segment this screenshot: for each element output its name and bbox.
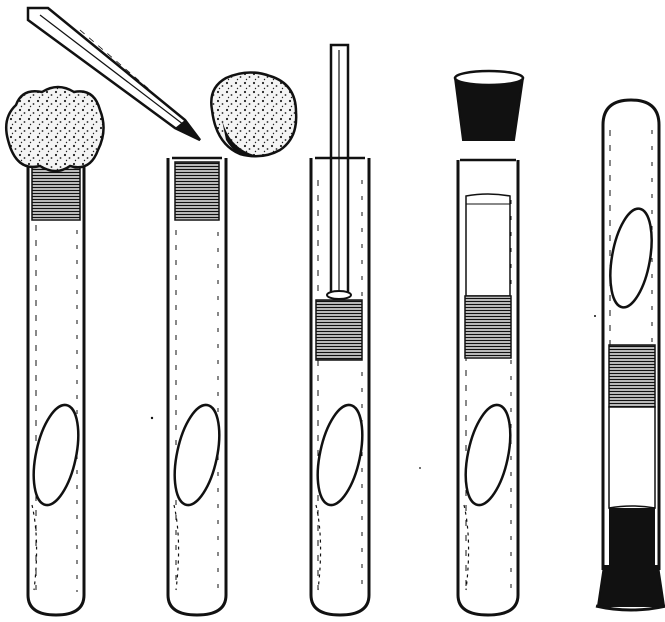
- tube-3-fiber-plug: [316, 300, 362, 360]
- tube-2-glass: [168, 158, 226, 615]
- tube-1: [6, 87, 103, 615]
- tube-4: [455, 71, 523, 615]
- tube-4-fiber-plug: [465, 296, 511, 358]
- tube-4-liquid-layer: [466, 194, 510, 296]
- tube-2-fiber-plug: [175, 162, 219, 220]
- tube-1-agar-slant: [26, 401, 86, 509]
- tube-1-cotton-plug: [6, 87, 103, 171]
- tube-5-liquid-layer: [609, 407, 655, 508]
- tube-5: [596, 100, 665, 610]
- removed-cotton-plug: [211, 72, 296, 156]
- tube-5-stopper: [596, 566, 665, 610]
- tube-3: [310, 45, 370, 615]
- tube-5-agar-slant: [604, 205, 659, 310]
- tube-5-fiber-plug: [609, 345, 655, 407]
- glass-rod: [327, 45, 351, 299]
- tube-2-agar-slant: [167, 401, 227, 509]
- tube-4-agar-slant: [458, 401, 518, 509]
- rubber-stopper: [455, 71, 523, 140]
- tube-3-agar-slant: [310, 401, 370, 509]
